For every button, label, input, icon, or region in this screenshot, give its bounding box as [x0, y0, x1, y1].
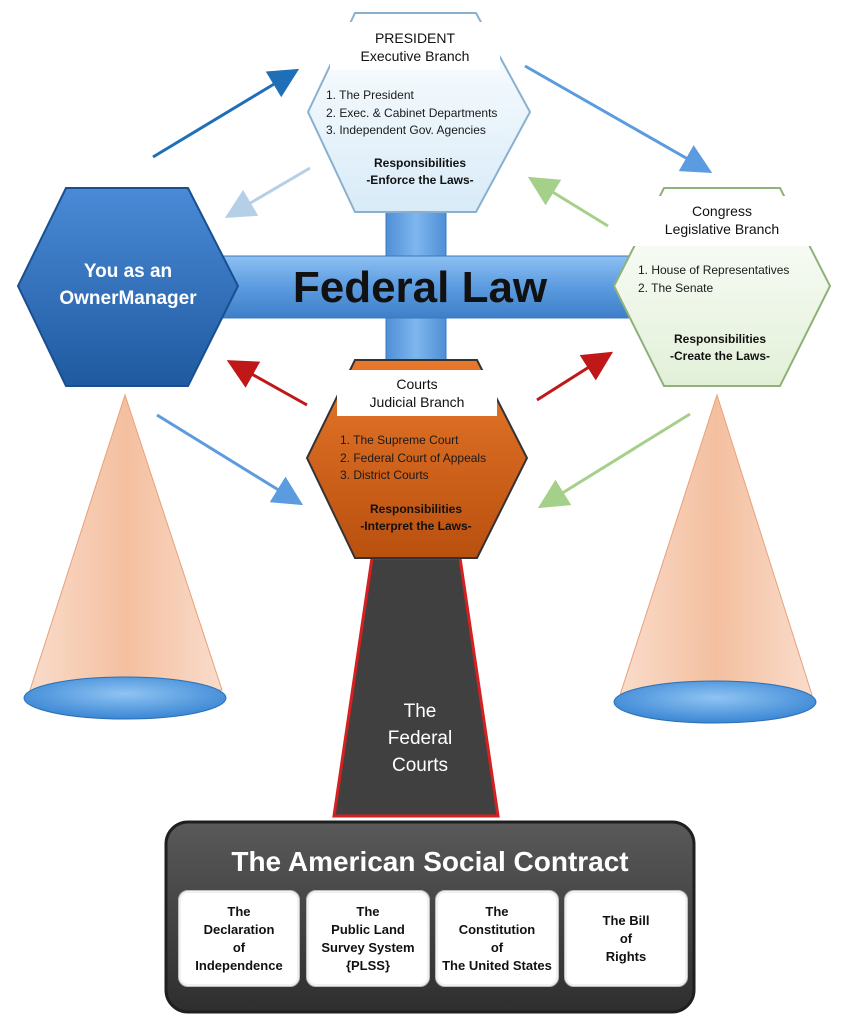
left-cone [29, 393, 223, 691]
judicial-title-line-1: Courts [396, 376, 438, 392]
judicial-item: 1. The Supreme Court [340, 433, 459, 447]
judicial-list: 1. The Supreme Court 2. Federal Court of… [340, 432, 520, 485]
executive-title-line-1: PRESIDENT [374, 30, 456, 46]
arrow-legislative-to-executive [527, 176, 609, 228]
federal-law-label: Federal Law [292, 263, 548, 312]
executive-item: 3. Independent Gov. Agencies [326, 123, 486, 137]
owner-label: You as an OwnerManager [35, 258, 221, 312]
judicial-responsibilities: Responsibilities -Interpret the Laws- [326, 501, 506, 535]
arrow-executive-to-owner [224, 166, 311, 219]
arrow-judicial-to-owner [226, 360, 308, 407]
federal-courts-line-1: The [403, 701, 437, 722]
executive-list: 1. The President 2. Exec. & Cabinet Depa… [326, 87, 526, 140]
contract-card-constitution: The Constitution of The United States [435, 890, 559, 987]
executive-item: 2. Exec. & Cabinet Departments [326, 105, 498, 120]
executive-title-line-2: Executive Branch [360, 48, 470, 64]
arrow-owner-to-executive [152, 68, 300, 159]
legislative-title: Congress Legislative Branch [624, 202, 820, 238]
federal-courts-label: The Federal Courts [360, 698, 480, 779]
legislative-item: 2. The Senate [638, 280, 714, 295]
left-scale-pan [23, 676, 227, 720]
legislative-header-band [624, 196, 820, 246]
owner-hexagon [16, 187, 240, 387]
federal-courts-line-3: Courts [392, 755, 448, 776]
arrow-owner-to-judicial [156, 413, 304, 506]
executive-header-band [330, 22, 500, 70]
contract-card-bill-of-rights: The Bill of Rights [564, 890, 688, 987]
arrow-legislative-to-judicial [537, 412, 691, 509]
judicial-item: 3. District Courts [340, 468, 429, 482]
legislative-responsibilities: Responsibilities -Create the Laws- [630, 331, 810, 365]
legislative-resp-heading: Responsibilities [673, 332, 767, 346]
judicial-title-line-2: Judicial Branch [369, 394, 465, 410]
contract-card-plss: The Public Land Survey System {PLSS} [306, 890, 430, 987]
arrow-judicial-to-legislative [536, 351, 614, 402]
arrow-executive-to-legislative [524, 64, 713, 173]
contract-card-label: The Declaration of Independence [195, 903, 283, 973]
federal-courts-line-2: Federal [387, 728, 453, 749]
executive-resp-heading: Responsibilities [373, 156, 467, 170]
contract-title: The American Social Contract [231, 846, 629, 877]
judicial-item: 2. Federal Court of Appeals [340, 450, 487, 465]
legislative-item: 1. House of Representatives [638, 263, 790, 277]
legislative-list: 1. House of Representatives 2. The Senat… [638, 262, 828, 297]
executive-item: 1. The President [326, 88, 414, 102]
legislative-resp-text: -Create the Laws- [669, 349, 771, 363]
judicial-resp-heading: Responsibilities [369, 502, 463, 516]
contract-card-label: The Bill of Rights [602, 912, 650, 964]
judicial-title: Courts Judicial Branch [337, 375, 497, 411]
executive-resp-text: -Enforce the Laws- [366, 173, 474, 187]
contract-card-label: The Constitution of The United States [442, 903, 552, 973]
judicial-resp-text: -Interpret the Laws- [360, 519, 472, 533]
legislative-title-line-1: Congress [692, 203, 752, 219]
contract-card-declaration: The Declaration of Independence [178, 890, 300, 987]
legislative-title-line-2: Legislative Branch [664, 221, 780, 237]
judicial-header-band [337, 370, 497, 416]
owner-line-1: You as an [83, 261, 173, 282]
executive-responsibilities: Responsibilities -Enforce the Laws- [330, 155, 510, 189]
owner-line-2: OwnerManager [59, 288, 197, 309]
executive-title: PRESIDENT Executive Branch [330, 29, 500, 65]
right-scale-pan [613, 680, 817, 724]
contract-card-label: The Public Land Survey System {PLSS} [321, 903, 415, 973]
